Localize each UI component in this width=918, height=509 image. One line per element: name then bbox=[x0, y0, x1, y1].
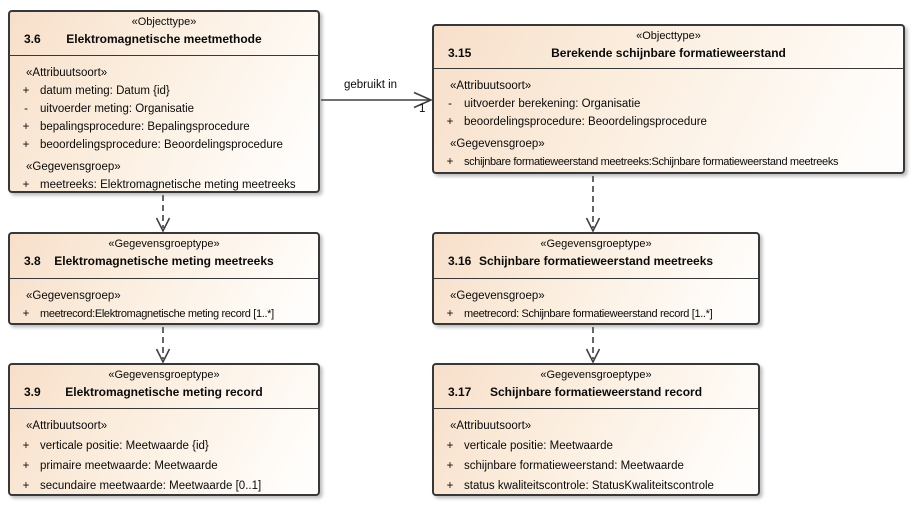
uml-class-box-3-16: «Gegevensgroeptype» 3.16 Schijnbare form… bbox=[432, 232, 760, 325]
attribute-row: + schijnbare formatieweerstand meetreeks:… bbox=[434, 153, 903, 171]
attribute-row: + beoordelingsprocedure: Beoordelingsproc… bbox=[10, 136, 318, 154]
visibility-marker: + bbox=[22, 139, 30, 151]
element-number: 3.16 bbox=[448, 254, 472, 268]
box-body: «Attribuutsoort» + verticale positie: Mee… bbox=[434, 409, 758, 495]
visibility-marker: + bbox=[446, 308, 454, 320]
attribute-row: + meetrecord:Elektromagnetische meting re… bbox=[10, 305, 318, 323]
element-title: Schijnbare formatieweerstand record bbox=[489, 385, 703, 399]
section-label: «Attribuutsoort» bbox=[26, 420, 108, 432]
dependency-arrow-b315-b316 bbox=[585, 176, 601, 233]
attribute-text: beoordelingsprocedure: Beoordelingsproce… bbox=[40, 139, 283, 151]
uml-class-box-3-6: «Objecttype» 3.6 Elektromagnetische meet… bbox=[8, 10, 320, 193]
box-body: «Gegevensgroep» + meetrecord: Schijnbare … bbox=[434, 279, 758, 323]
box-header: «Gegevensgroeptype» 3.8 Elektromagnetisc… bbox=[10, 234, 318, 279]
stereotype-label: «Objecttype» bbox=[636, 30, 701, 42]
association-label: gebruikt in bbox=[344, 79, 398, 91]
section-label: «Gegevensgroep» bbox=[450, 290, 545, 302]
attribute-row: + verticale positie: Meetwaarde {id} bbox=[10, 437, 318, 455]
visibility-marker: - bbox=[24, 103, 28, 115]
attribute-row: + status kwaliteitscontrole: StatusKwalit… bbox=[434, 477, 758, 495]
stereotype-label: «Objecttype» bbox=[131, 16, 197, 28]
attribute-row: + datum meting: Datum {id} bbox=[10, 82, 318, 100]
visibility-marker: + bbox=[22, 179, 30, 191]
visibility-marker: + bbox=[446, 480, 454, 492]
attribute-row: + verticale positie: Meetwaarde bbox=[434, 437, 758, 455]
attribute-text: status kwaliteitscontrole: StatusKwalite… bbox=[464, 480, 714, 492]
section-label: «Gegevensgroep» bbox=[26, 290, 121, 302]
visibility-marker: + bbox=[22, 121, 30, 133]
attribute-row: + schijnbare formatieweerstand: Meetwaard… bbox=[434, 457, 758, 475]
attribute-row: + secundaire meetwaarde: Meetwaarde [0..1… bbox=[10, 477, 318, 495]
attribute-row: -uitvoerder meting: Organisatie bbox=[10, 100, 318, 118]
stereotype-label: «Gegevensgroeptype» bbox=[540, 369, 652, 381]
box-header: «Objecttype» 3.6 Elektromagnetische meet… bbox=[10, 12, 318, 56]
attribute-text: beoordelingsprocedure: Beoordelingsproce… bbox=[464, 116, 707, 128]
attribute-text: meetrecord: Schijnbare formatieweerstand… bbox=[464, 308, 713, 320]
attribute-text: verticale positie: Meetwaarde {id} bbox=[40, 440, 209, 452]
attribute-text: bepalingsprocedure: Bepalingsprocedure bbox=[40, 121, 250, 133]
stereotype-label: «Gegevensgroeptype» bbox=[540, 238, 652, 250]
element-title: Schijnbare formatieweerstand meetreeks bbox=[478, 254, 714, 268]
attribute-text: secundaire meetwaarde: Meetwaarde [0..1] bbox=[40, 480, 262, 492]
box-body: «Attribuutsoort» + verticale positie: Mee… bbox=[10, 409, 318, 495]
box-body: «Attribuutsoort» + datum meting: Datum {i… bbox=[10, 56, 318, 194]
association-gebruikt-in bbox=[321, 91, 433, 109]
box-header: «Gegevensgroeptype» 3.9 Elektromagnetisc… bbox=[10, 365, 318, 409]
association-multiplicity: 1 bbox=[419, 103, 426, 115]
box-header: «Objecttype» 3.15 Berekende schijnbare f… bbox=[434, 26, 903, 69]
visibility-marker: + bbox=[446, 156, 454, 168]
attribute-row: + beoordelingsprocedure: Beoordelingsproc… bbox=[434, 113, 903, 131]
element-number: 3.9 bbox=[24, 385, 41, 399]
element-title: Elektromagnetische meting record bbox=[65, 385, 263, 399]
dependency-arrow-b36-b38 bbox=[155, 195, 171, 233]
attribute-text: meetrecord:Elektromagnetische meting rec… bbox=[40, 308, 274, 320]
dependency-arrow-b38-b39 bbox=[155, 327, 171, 364]
visibility-marker: - bbox=[448, 98, 452, 110]
section-label: «Gegevensgroep» bbox=[450, 138, 545, 150]
uml-class-box-3-9: «Gegevensgroeptype» 3.9 Elektromagnetisc… bbox=[8, 363, 320, 496]
attribute-row: + bepalingsprocedure: Bepalingsprocedure bbox=[10, 118, 318, 136]
box-body: «Attribuutsoort» -uitvoerder berekening:… bbox=[434, 69, 903, 171]
box-header: «Gegevensgroeptype» 3.16 Schijnbare form… bbox=[434, 234, 758, 279]
uml-class-box-3-8: «Gegevensgroeptype» 3.8 Elektromagnetisc… bbox=[8, 232, 320, 325]
visibility-marker: + bbox=[446, 460, 454, 472]
section-label: «Attribuutsoort» bbox=[450, 80, 532, 92]
attribute-text: meetreeks: Elektromagnetische meting mee… bbox=[40, 179, 296, 191]
visibility-marker: + bbox=[446, 440, 454, 452]
uml-class-box-3-15: «Objecttype» 3.15 Berekende schijnbare f… bbox=[432, 24, 905, 174]
attribute-row: + primaire meetwaarde: Meetwaarde bbox=[10, 457, 318, 475]
element-title: Berekende schijnbare formatieweerstand bbox=[551, 46, 786, 60]
element-number: 3.17 bbox=[448, 385, 472, 399]
visibility-marker: + bbox=[22, 460, 30, 472]
attribute-row: + meetrecord: Schijnbare formatieweerstan… bbox=[434, 305, 758, 323]
uml-class-box-3-17: «Gegevensgroeptype» 3.17 Schijnbare form… bbox=[432, 363, 760, 496]
element-number: 3.8 bbox=[24, 254, 41, 268]
attribute-text: schijnbare formatieweerstand: Meetwaarde bbox=[464, 460, 684, 472]
element-title: Elektromagnetische meting meetreeks bbox=[54, 254, 274, 268]
box-body: «Gegevensgroep» + meetrecord:Elektromagne… bbox=[10, 279, 318, 323]
visibility-marker: + bbox=[446, 116, 454, 128]
visibility-marker: + bbox=[22, 308, 30, 320]
section-label: «Attribuutsoort» bbox=[450, 420, 532, 432]
attribute-text: datum meting: Datum {id} bbox=[40, 85, 170, 97]
attribute-text: uitvoerder meting: Organisatie bbox=[40, 103, 195, 115]
attribute-text: uitvoerder berekening: Organisatie bbox=[464, 98, 641, 110]
attribute-text: primaire meetwaarde: Meetwaarde bbox=[40, 460, 218, 472]
attribute-row: -uitvoerder berekening: Organisatie bbox=[434, 95, 903, 113]
attribute-row: + meetreeks: Elektromagnetische meting me… bbox=[10, 176, 318, 194]
stereotype-label: «Gegevensgroeptype» bbox=[108, 238, 220, 250]
visibility-marker: + bbox=[22, 85, 30, 97]
section-label: «Gegevensgroep» bbox=[26, 161, 121, 173]
element-title: Elektromagnetische meetmethode bbox=[66, 32, 262, 46]
stereotype-label: «Gegevensgroeptype» bbox=[108, 369, 220, 381]
attribute-text: verticale positie: Meetwaarde bbox=[464, 440, 613, 452]
section-label: «Attribuutsoort» bbox=[26, 67, 108, 79]
dependency-arrow-b316-b317 bbox=[585, 327, 601, 364]
visibility-marker: + bbox=[22, 440, 30, 452]
element-number: 3.6 bbox=[24, 32, 41, 46]
attribute-text: schijnbare formatieweerstand meetreeks:S… bbox=[464, 156, 839, 168]
element-number: 3.15 bbox=[448, 46, 472, 60]
visibility-marker: + bbox=[22, 480, 30, 492]
box-header: «Gegevensgroeptype» 3.17 Schijnbare form… bbox=[434, 365, 758, 409]
